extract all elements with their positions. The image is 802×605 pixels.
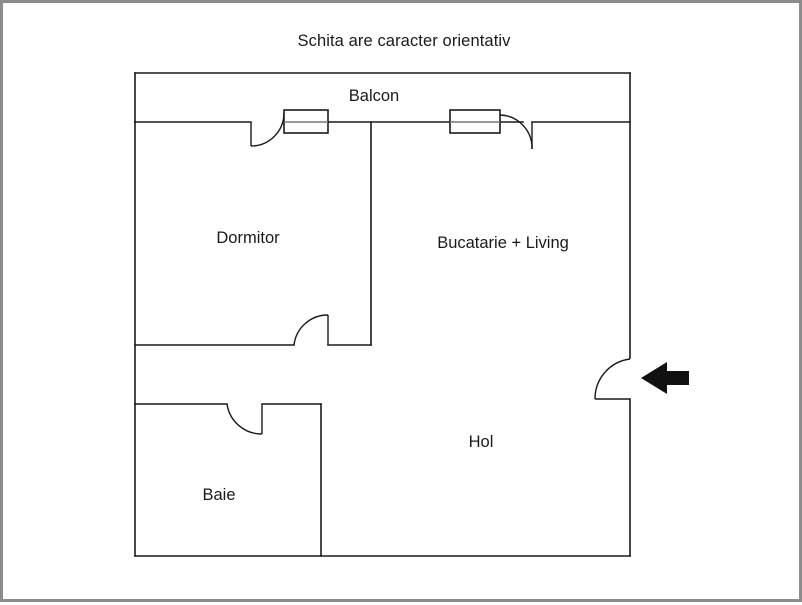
dormitor-door (293, 314, 329, 346)
dormitor-door-swing-arc (293, 314, 329, 346)
entrance-door (594, 358, 631, 400)
balcony-door-right-swing-arc (499, 114, 533, 150)
baie-door-swing-arc (226, 403, 263, 435)
entrance-arrow-shape (641, 362, 689, 394)
room-label-hol: Hol (469, 433, 494, 451)
room-label-balcon: Balcon (349, 87, 399, 105)
floor-plan-drawing: Balcon Dormitor Bucatarie + Living Hol B… (134, 72, 689, 557)
room-label-bucatarie-living: Bucatarie + Living (437, 234, 569, 252)
baie-door (226, 403, 263, 435)
balcony-window-right (449, 109, 501, 134)
room-label-baie: Baie (202, 486, 235, 504)
balcony-door-left-swing-arc (250, 112, 285, 147)
room-label-dormitor: Dormitor (216, 229, 280, 247)
page-title: Schita are caracter orientativ (297, 32, 511, 50)
entrance-door-swing-arc (594, 358, 631, 400)
entrance-arrow (641, 362, 689, 394)
balcony-door-left (250, 112, 285, 147)
outer-walls (134, 72, 631, 557)
balcony-window-left (283, 109, 329, 134)
balcony-door-right (499, 114, 533, 150)
